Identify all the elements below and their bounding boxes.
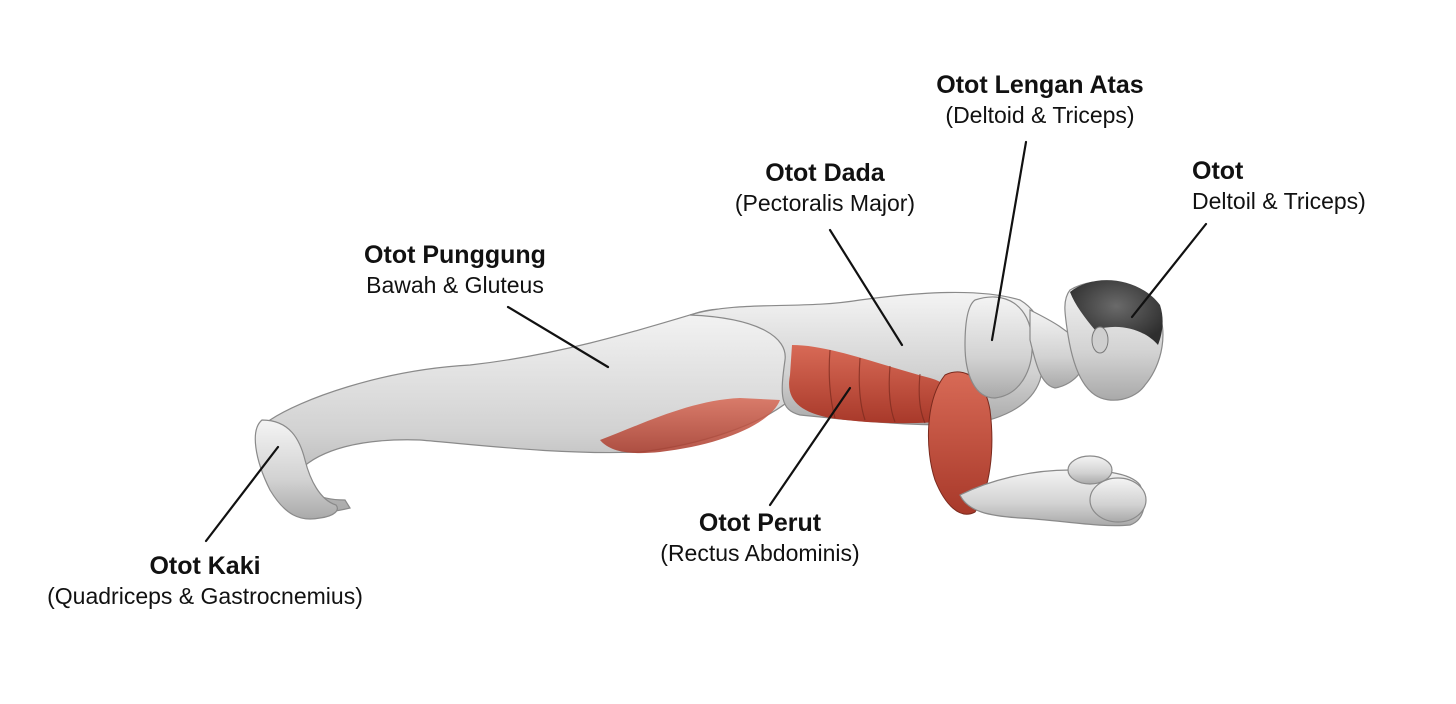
label-subtitle: Deltoil & Triceps) xyxy=(1192,188,1366,215)
label-title: Otot xyxy=(1192,157,1244,185)
label-otot-perut: Otot Perut (Rectus Abdominis) xyxy=(620,508,900,568)
label-subtitle: (Deltoid & Triceps) xyxy=(945,102,1135,129)
label-otot-lengan-atas: Otot Lengan Atas (Deltoid & Triceps) xyxy=(900,70,1180,130)
hamstring-highlight xyxy=(600,398,780,454)
leader-line-dada xyxy=(828,228,904,347)
label-subtitle: (Quadriceps & Gastrocnemius) xyxy=(47,583,363,610)
label-subtitle: (Rectus Abdominis) xyxy=(660,540,860,567)
ear-shape xyxy=(1091,326,1109,354)
hair-shape xyxy=(1070,280,1163,345)
label-otot-punggung: Otot Punggung Bawah & Gluteus xyxy=(320,240,590,300)
label-title: Otot Dada xyxy=(765,159,885,187)
deltoid-shape xyxy=(964,296,1033,399)
label-title: Otot Perut xyxy=(698,509,822,537)
fist-back xyxy=(1067,455,1113,485)
label-subtitle: (Pectoralis Major) xyxy=(734,190,916,217)
label-otot-dada: Otot Dada (Pectoralis Major) xyxy=(700,158,950,218)
label-otot-kaki: Otot Kaki (Quadriceps & Gastrocnemius) xyxy=(10,551,400,611)
leader-line-lengan-atas xyxy=(990,140,1028,342)
leader-line-perut xyxy=(768,386,852,507)
label-subtitle: Bawah & Gluteus xyxy=(366,272,544,299)
label-title: Otot Lengan Atas xyxy=(936,71,1144,99)
fist-front xyxy=(1089,477,1147,523)
leader-line-otot xyxy=(1130,222,1208,319)
leader-lines xyxy=(204,140,1208,543)
plank-figure xyxy=(254,280,1164,527)
leader-line-kaki xyxy=(204,445,280,543)
label-title: Otot Kaki xyxy=(149,552,261,580)
label-otot-deltoil: Otot Deltoil & Triceps) xyxy=(1192,156,1432,216)
label-title: Otot Punggung xyxy=(364,241,546,269)
leader-line-punggung xyxy=(506,305,610,369)
foot-shape xyxy=(254,419,338,520)
